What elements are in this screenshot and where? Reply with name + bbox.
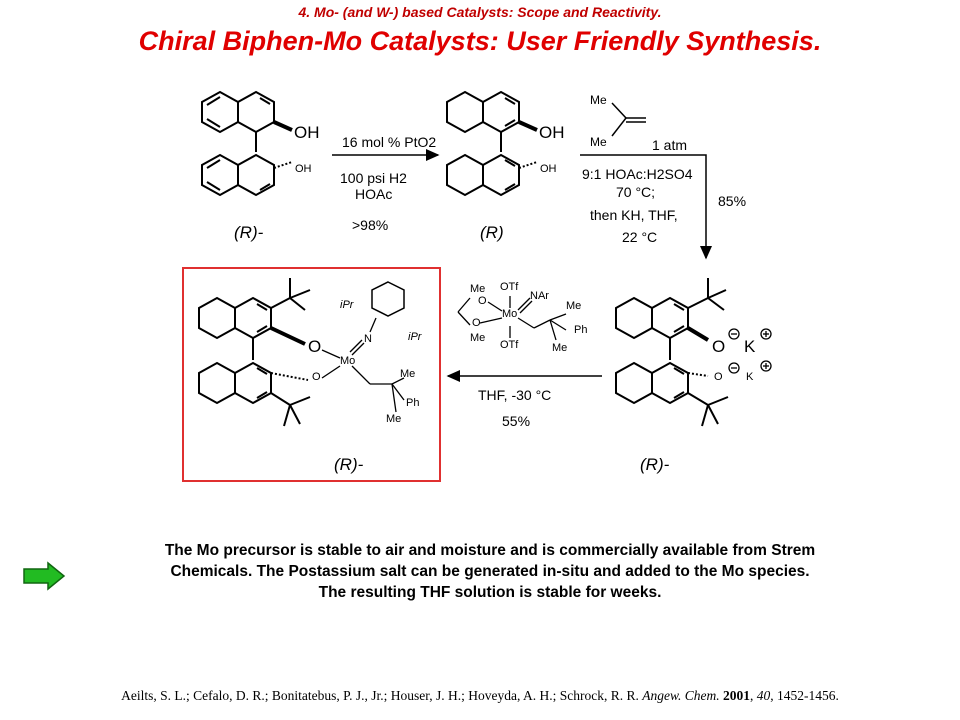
oxygen-label: O — [712, 337, 726, 356]
yield-label: >98% — [352, 217, 389, 233]
dipotassium-salt-structure — [615, 278, 772, 427]
green-arrow-icon — [23, 561, 66, 591]
triflate-label: OTf — [500, 339, 519, 351]
methyl-label: Me — [590, 93, 607, 107]
oxygen-label: O — [312, 371, 321, 383]
conditions-label: 100 psi H2 — [340, 170, 407, 186]
imido-label: NAr — [530, 290, 549, 302]
product-highlight-box — [182, 267, 441, 482]
potassium-label: K — [744, 337, 756, 356]
oxygen-label: O — [478, 295, 487, 307]
oh-label: OH — [294, 123, 320, 142]
pressure-label: 1 atm — [652, 137, 688, 153]
note-line: The Mo precursor is stable to air and mo… — [164, 542, 816, 559]
molybdenum-label: Mo — [340, 355, 356, 367]
phenyl-label: Ph — [406, 397, 420, 409]
note-line: The resulting THF solution is stable for… — [318, 584, 662, 601]
conditions-label: THF, -30 °C — [478, 387, 552, 403]
methyl-label: Me — [470, 283, 486, 295]
oxygen-label: O — [472, 317, 481, 329]
biphen-mo-catalyst-structure — [198, 278, 405, 427]
reference-authors: Aeilts, S. L.; Cefalo, D. R.; Bonitatebu… — [121, 688, 639, 703]
reaction-arrow-2 — [580, 154, 712, 260]
stereo-label: (R)- — [334, 455, 364, 474]
binaphthol-structure — [201, 90, 293, 197]
stereo-label: (R)- — [234, 223, 264, 242]
mo-precursor-structure — [457, 296, 567, 341]
reference-pages: 1452-1456. — [776, 688, 839, 703]
reagent-label: 16 mol % PtO2 — [342, 134, 437, 150]
note-text: The Mo precursor is stable to air and mo… — [70, 540, 910, 603]
reference-volume: 40 — [756, 688, 771, 703]
oxygen-label: O — [308, 337, 322, 356]
yield-label: 85% — [718, 193, 747, 209]
yield-label: 55% — [502, 413, 531, 429]
methyl-label: Me — [470, 332, 486, 344]
oh-label: OH — [295, 163, 312, 175]
stereo-label: (R)- — [640, 455, 670, 474]
slide-subtitle: 4. Mo- (and W-) based Catalysts: Scope a… — [298, 4, 662, 20]
molybdenum-label: Mo — [502, 308, 518, 320]
isobutylene-structure — [611, 102, 646, 137]
oxygen-label: O — [714, 371, 723, 383]
triflate-label: OTf — [500, 281, 519, 293]
reference-year: 2001 — [722, 688, 750, 703]
reference-journal: Angew. Chem. — [642, 688, 720, 703]
oh-label: OH — [539, 123, 565, 142]
methyl-label: Me — [552, 342, 568, 354]
isopropyl-label: iPr — [408, 331, 422, 343]
octahydro-binaphthol-structure — [446, 90, 538, 197]
stereo-label: (R) — [480, 223, 504, 242]
temperature-label: 22 °C — [622, 229, 658, 245]
methyl-label: Me — [566, 300, 582, 312]
oh-label: OH — [540, 163, 557, 175]
temperature-label: 70 °C; — [616, 184, 656, 200]
phenyl-label: Ph — [574, 324, 588, 336]
potassium-label: K — [746, 371, 754, 383]
slide-title: Chiral Biphen-Mo Catalysts: User Friendl… — [138, 26, 822, 56]
nitrogen-label: N — [364, 333, 372, 345]
methyl-label: Me — [590, 135, 607, 149]
acid-label: 9:1 HOAc:H2SO4 — [582, 166, 693, 182]
solvent-label: HOAc — [355, 186, 393, 202]
methyl-label: Me — [400, 368, 416, 380]
methyl-label: Me — [386, 413, 402, 425]
literature-reference: Aeilts, S. L.; Cefalo, D. R.; Bonitatebu… — [121, 688, 839, 703]
isopropyl-label: iPr — [340, 299, 354, 311]
note-line: Chemicals. The Postassium salt can be ge… — [170, 563, 810, 580]
base-label: then KH, THF, — [590, 207, 678, 223]
